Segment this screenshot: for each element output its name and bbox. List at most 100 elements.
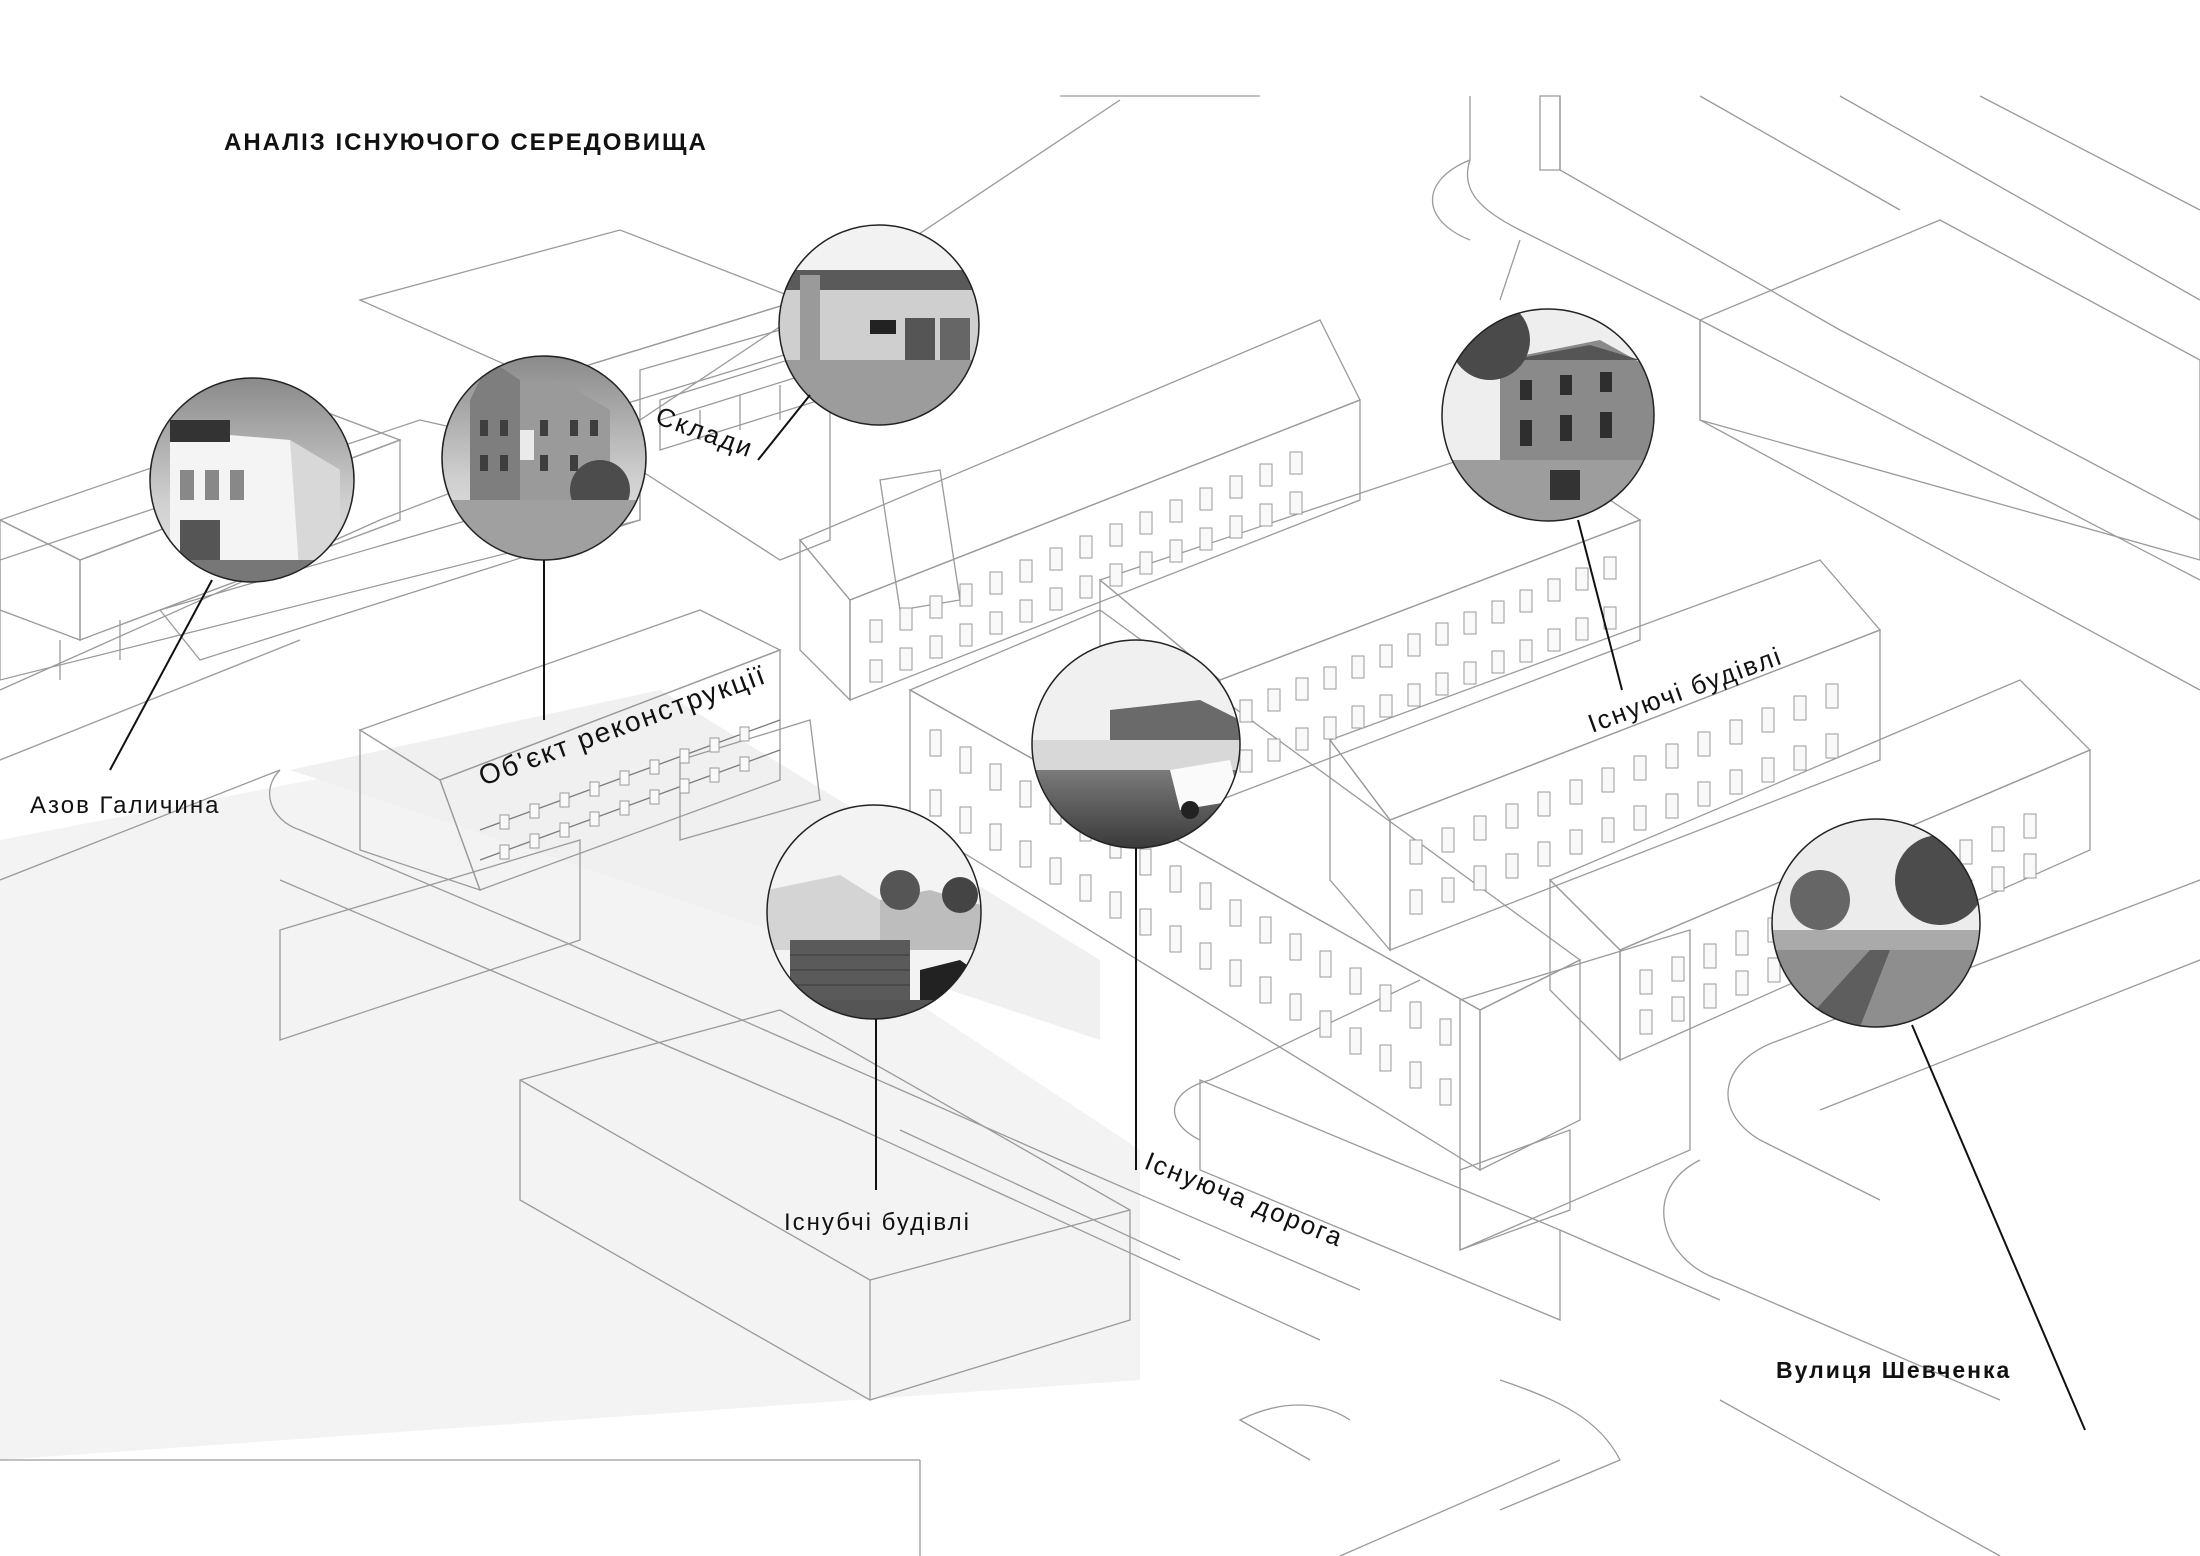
facade-window bbox=[559, 792, 570, 808]
facade-window bbox=[1349, 967, 1362, 995]
facade-window bbox=[1379, 1044, 1392, 1072]
facade-window bbox=[1665, 793, 1679, 819]
facade-window bbox=[619, 800, 630, 816]
facade-window bbox=[929, 729, 942, 757]
facade-window bbox=[1409, 1001, 1422, 1029]
facade-window bbox=[1991, 826, 2005, 852]
facade-window bbox=[1267, 738, 1281, 762]
label-shevchenko-street: Вулиця Шевченка bbox=[1776, 1357, 2011, 1383]
facade-window bbox=[1351, 705, 1365, 729]
facade-window bbox=[1295, 677, 1309, 701]
facade-window bbox=[1409, 1061, 1422, 1089]
facade-window bbox=[1295, 727, 1309, 751]
facade-window bbox=[1407, 633, 1421, 657]
facade-window bbox=[1519, 589, 1533, 613]
facade-window bbox=[1505, 803, 1519, 829]
facade-window bbox=[1441, 877, 1455, 903]
facade-window bbox=[1441, 827, 1455, 853]
facade-window bbox=[1825, 683, 1839, 709]
facade-window bbox=[1379, 644, 1393, 668]
photo-warehouses[interactable] bbox=[778, 224, 980, 426]
facade-window bbox=[989, 571, 1003, 595]
facade-window bbox=[1349, 1027, 1362, 1055]
facade-window bbox=[1463, 661, 1477, 685]
photo-azov-galychyna[interactable] bbox=[149, 377, 355, 583]
facade-window bbox=[1199, 527, 1213, 551]
facade-window bbox=[1435, 672, 1449, 696]
facade-window bbox=[1259, 503, 1273, 527]
page-title: АНАЛІЗ ІСНУЮЧОГО СЕРЕДОВИЩА bbox=[224, 129, 708, 156]
facade-window bbox=[1473, 815, 1487, 841]
facade-window bbox=[1547, 578, 1561, 602]
facade-window bbox=[1379, 694, 1393, 718]
facade-window bbox=[1323, 716, 1337, 740]
facade-window bbox=[679, 748, 690, 764]
photo-existing-road[interactable] bbox=[1031, 639, 1241, 849]
facade-window bbox=[959, 583, 973, 607]
facade-window bbox=[929, 789, 942, 817]
facade-window bbox=[1601, 817, 1615, 843]
facade-window bbox=[1463, 611, 1477, 635]
facade-window bbox=[1079, 575, 1093, 599]
facade-window bbox=[1079, 535, 1093, 559]
facade-window bbox=[1229, 959, 1242, 987]
photo-existing-buildings-bottom[interactable] bbox=[766, 804, 982, 1020]
facade-window bbox=[1169, 539, 1183, 563]
facade-window bbox=[2023, 813, 2037, 839]
facade-window bbox=[1409, 889, 1423, 915]
facade-window bbox=[1639, 969, 1653, 995]
facade-window bbox=[1569, 779, 1583, 805]
facade-window bbox=[1671, 996, 1685, 1022]
facade-window bbox=[1079, 874, 1092, 902]
facade-window bbox=[989, 823, 1002, 851]
label-azov-galychyna: Азов Галичина bbox=[30, 792, 220, 819]
label-warehouses: Склади bbox=[652, 400, 758, 463]
facade-window bbox=[1729, 769, 1743, 795]
leader-lines bbox=[109, 394, 2086, 1431]
facade-window bbox=[1439, 1018, 1452, 1046]
facade-window bbox=[499, 844, 510, 860]
facade-window bbox=[529, 803, 540, 819]
leader-azov bbox=[109, 579, 213, 771]
facade-window bbox=[1239, 749, 1253, 773]
facade-window bbox=[1259, 976, 1272, 1004]
facade-window bbox=[1537, 841, 1551, 867]
photo-existing-buildings-right[interactable] bbox=[1441, 300, 1655, 522]
facade-window bbox=[1703, 983, 1717, 1009]
facade-window bbox=[1229, 515, 1243, 539]
facade-window bbox=[989, 763, 1002, 791]
facade-window bbox=[869, 659, 883, 683]
facade-window bbox=[1633, 755, 1647, 781]
facade-window bbox=[1289, 451, 1303, 475]
facade-window bbox=[1505, 853, 1519, 879]
facade-window bbox=[499, 814, 510, 830]
facade-window bbox=[1793, 695, 1807, 721]
facade-window bbox=[1735, 930, 1749, 956]
leader-street bbox=[1911, 1024, 2086, 1431]
facade-window bbox=[1049, 547, 1063, 571]
facade-window bbox=[709, 737, 720, 753]
facade-window bbox=[989, 611, 1003, 635]
label-existing-road: Існуюча дорога bbox=[1141, 1146, 1348, 1253]
facade-window bbox=[959, 746, 972, 774]
facade-window bbox=[959, 806, 972, 834]
facade-window bbox=[1761, 757, 1775, 783]
facade-window bbox=[1703, 943, 1717, 969]
facade-window bbox=[589, 781, 600, 797]
facade-window bbox=[1761, 707, 1775, 733]
facade-window bbox=[1601, 767, 1615, 793]
facade-window bbox=[1435, 622, 1449, 646]
photo-reconstruction-object[interactable] bbox=[441, 355, 647, 561]
facade-window bbox=[1259, 463, 1273, 487]
buildings bbox=[0, 95, 2200, 1401]
facade-window bbox=[1049, 587, 1063, 611]
facade-window bbox=[1139, 551, 1153, 575]
facade-window bbox=[1537, 791, 1551, 817]
facade-window bbox=[2023, 853, 2037, 879]
facade-window bbox=[1199, 487, 1213, 511]
photo-shevchenko-street[interactable] bbox=[1771, 818, 1985, 1028]
facade-window bbox=[1019, 599, 1033, 623]
facade-window bbox=[1633, 805, 1647, 831]
